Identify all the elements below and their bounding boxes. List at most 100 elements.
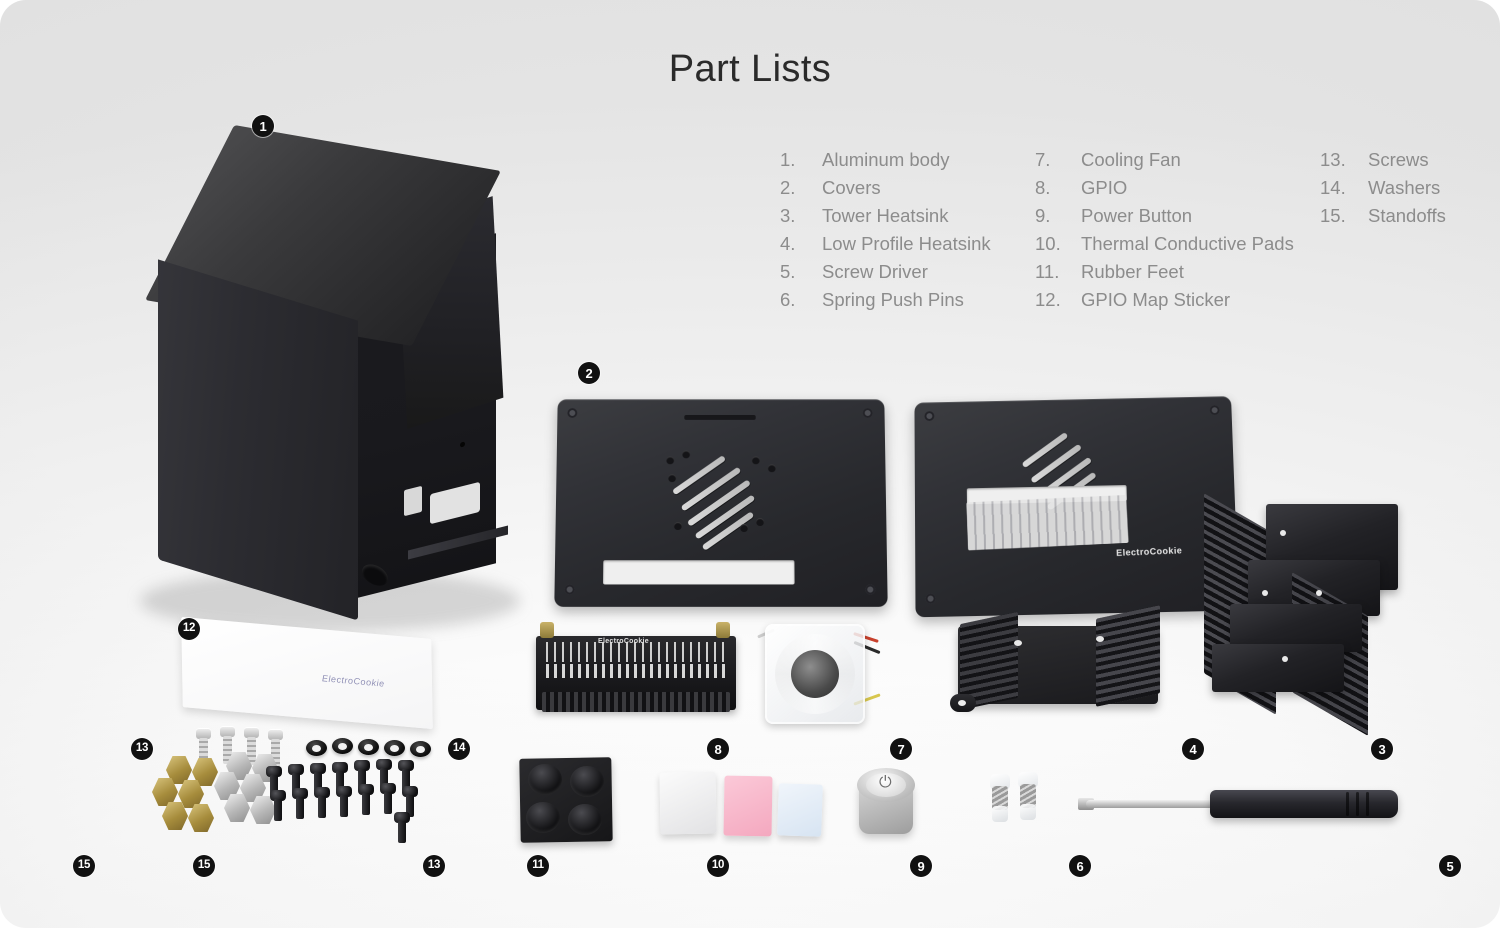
callout-badge-2[interactable]: 2 bbox=[578, 362, 600, 384]
callout-badge-13-top[interactable]: 13 bbox=[131, 738, 153, 760]
screw-black bbox=[336, 786, 352, 818]
cover-screw-hole bbox=[1210, 405, 1220, 415]
vent-hole bbox=[682, 450, 690, 458]
callout-badge-1[interactable]: 1 bbox=[252, 115, 274, 137]
spring-push-pin bbox=[1016, 772, 1040, 822]
legend-item: 5.Screw Driver bbox=[780, 258, 1035, 286]
legend-item: 6.Spring Push Pins bbox=[780, 286, 1035, 314]
vent-hole bbox=[674, 522, 682, 530]
vent-slot bbox=[672, 455, 726, 495]
vent-hole bbox=[756, 518, 764, 526]
part-power-button: ⏻ bbox=[851, 762, 921, 840]
thermal-pad-blue bbox=[777, 783, 823, 837]
sticker-sheet bbox=[181, 617, 433, 729]
callout-badge-12[interactable]: 12 bbox=[178, 618, 200, 640]
callout-badge-13-bottom[interactable]: 13 bbox=[423, 855, 445, 877]
gpio-standoff bbox=[540, 622, 554, 638]
cover-screw-hole bbox=[925, 593, 935, 603]
spring-push-pin bbox=[988, 774, 1012, 824]
legend-item: 13.Screws bbox=[1320, 146, 1500, 174]
legend-item-label: Spring Push Pins bbox=[822, 286, 964, 314]
cover-screw-hole bbox=[924, 411, 934, 421]
legend-item-number: 6. bbox=[780, 286, 822, 314]
gpio-socket-row bbox=[542, 692, 730, 712]
rubber-foot bbox=[568, 804, 602, 835]
part-cover-vented bbox=[554, 399, 887, 607]
heatsink-fins-right bbox=[1096, 605, 1160, 707]
legend-item-number: 11. bbox=[1035, 258, 1081, 286]
vent-hole bbox=[668, 474, 676, 482]
part-screw-driver bbox=[1086, 788, 1398, 822]
vent-hole bbox=[752, 456, 760, 464]
screw-black bbox=[270, 790, 286, 822]
legend-item-label: Power Button bbox=[1081, 202, 1192, 230]
legend-item: 12.GPIO Map Sticker bbox=[1035, 286, 1320, 314]
legend-item-label: GPIO Map Sticker bbox=[1081, 286, 1230, 314]
legend-item: 15.Standoffs bbox=[1320, 202, 1500, 230]
callout-badge-9[interactable]: 9 bbox=[910, 855, 932, 877]
fan-hub bbox=[791, 650, 839, 698]
heatsink-screw-hole bbox=[1014, 640, 1022, 646]
legend-item: 2.Covers bbox=[780, 174, 1035, 202]
callout-badge-7[interactable]: 7 bbox=[890, 738, 912, 760]
callout-badge-8[interactable]: 8 bbox=[707, 738, 729, 760]
callout-badge-5[interactable]: 5 bbox=[1439, 855, 1461, 877]
legend-item: 3.Tower Heatsink bbox=[780, 202, 1035, 230]
callout-badge-6[interactable]: 6 bbox=[1069, 855, 1091, 877]
vent-hole bbox=[740, 524, 748, 532]
page-title: Part Lists bbox=[0, 48, 1500, 91]
part-washers bbox=[306, 736, 436, 766]
cover-rect-cutout bbox=[603, 560, 795, 584]
body-port-small bbox=[404, 486, 422, 516]
driver-handle bbox=[1210, 790, 1398, 818]
legend-item-label: Low Profile Heatsink bbox=[822, 230, 991, 258]
part-aluminum-body bbox=[150, 140, 515, 625]
thermal-pad-white bbox=[659, 772, 716, 835]
legend-item-label: Screw Driver bbox=[822, 258, 928, 286]
legend-item-label: Aluminum body bbox=[822, 146, 950, 174]
legend-item: 10.Thermal Conductive Pads bbox=[1035, 230, 1320, 258]
callout-badge-10[interactable]: 10 bbox=[707, 855, 729, 877]
legend-item-label: Cooling Fan bbox=[1081, 146, 1181, 174]
legend-item: 1.Aluminum body bbox=[780, 146, 1035, 174]
gpio-standoff bbox=[716, 622, 730, 638]
screw-black bbox=[292, 788, 308, 820]
cover-screw-hole bbox=[565, 584, 575, 594]
legend-item-number: 5. bbox=[780, 258, 822, 286]
parts-legend: 1.Aluminum body 2.Covers 3.Tower Heatsin… bbox=[780, 146, 1500, 314]
legend-column-3: 13.Screws 14.Washers 15.Standoffs bbox=[1320, 146, 1500, 314]
legend-item-number: 14. bbox=[1320, 174, 1368, 202]
legend-item: 8.GPIO bbox=[1035, 174, 1320, 202]
callout-badge-15-a[interactable]: 15 bbox=[73, 855, 95, 877]
rubber-foot bbox=[526, 802, 560, 833]
callout-badge-15-b[interactable]: 15 bbox=[193, 855, 215, 877]
part-rubber-feet bbox=[520, 758, 612, 844]
screw-black bbox=[358, 784, 374, 816]
legend-column-2: 7.Cooling Fan 8.GPIO 9.Power Button 10.T… bbox=[1035, 146, 1320, 314]
callout-badge-3[interactable]: 3 bbox=[1371, 738, 1393, 760]
vent-hole bbox=[768, 464, 776, 472]
callout-badge-14[interactable]: 14 bbox=[448, 738, 470, 760]
gpio-pin-row-bottom bbox=[546, 664, 726, 678]
legend-item-label: Washers bbox=[1368, 174, 1440, 202]
legend-item-number: 13. bbox=[1320, 146, 1368, 174]
callout-badge-4[interactable]: 4 bbox=[1182, 738, 1204, 760]
part-low-profile-heatsink bbox=[948, 598, 1193, 733]
legend-item-label: Rubber Feet bbox=[1081, 258, 1184, 286]
rubber-foot bbox=[570, 766, 604, 797]
cover-screw-hole bbox=[865, 584, 875, 594]
screw-black bbox=[314, 787, 330, 819]
washer bbox=[410, 741, 431, 757]
gpio-pin-row-top bbox=[546, 642, 726, 662]
legend-item: 7.Cooling Fan bbox=[1035, 146, 1320, 174]
part-screws-black bbox=[266, 766, 426, 856]
legend-item-number: 9. bbox=[1035, 202, 1081, 230]
legend-item-number: 8. bbox=[1035, 174, 1081, 202]
legend-item-number: 3. bbox=[780, 202, 822, 230]
washer bbox=[384, 740, 405, 756]
legend-item-number: 2. bbox=[780, 174, 822, 202]
callout-badge-11[interactable]: 11 bbox=[527, 855, 549, 877]
legend-item-label: Screws bbox=[1368, 146, 1429, 174]
